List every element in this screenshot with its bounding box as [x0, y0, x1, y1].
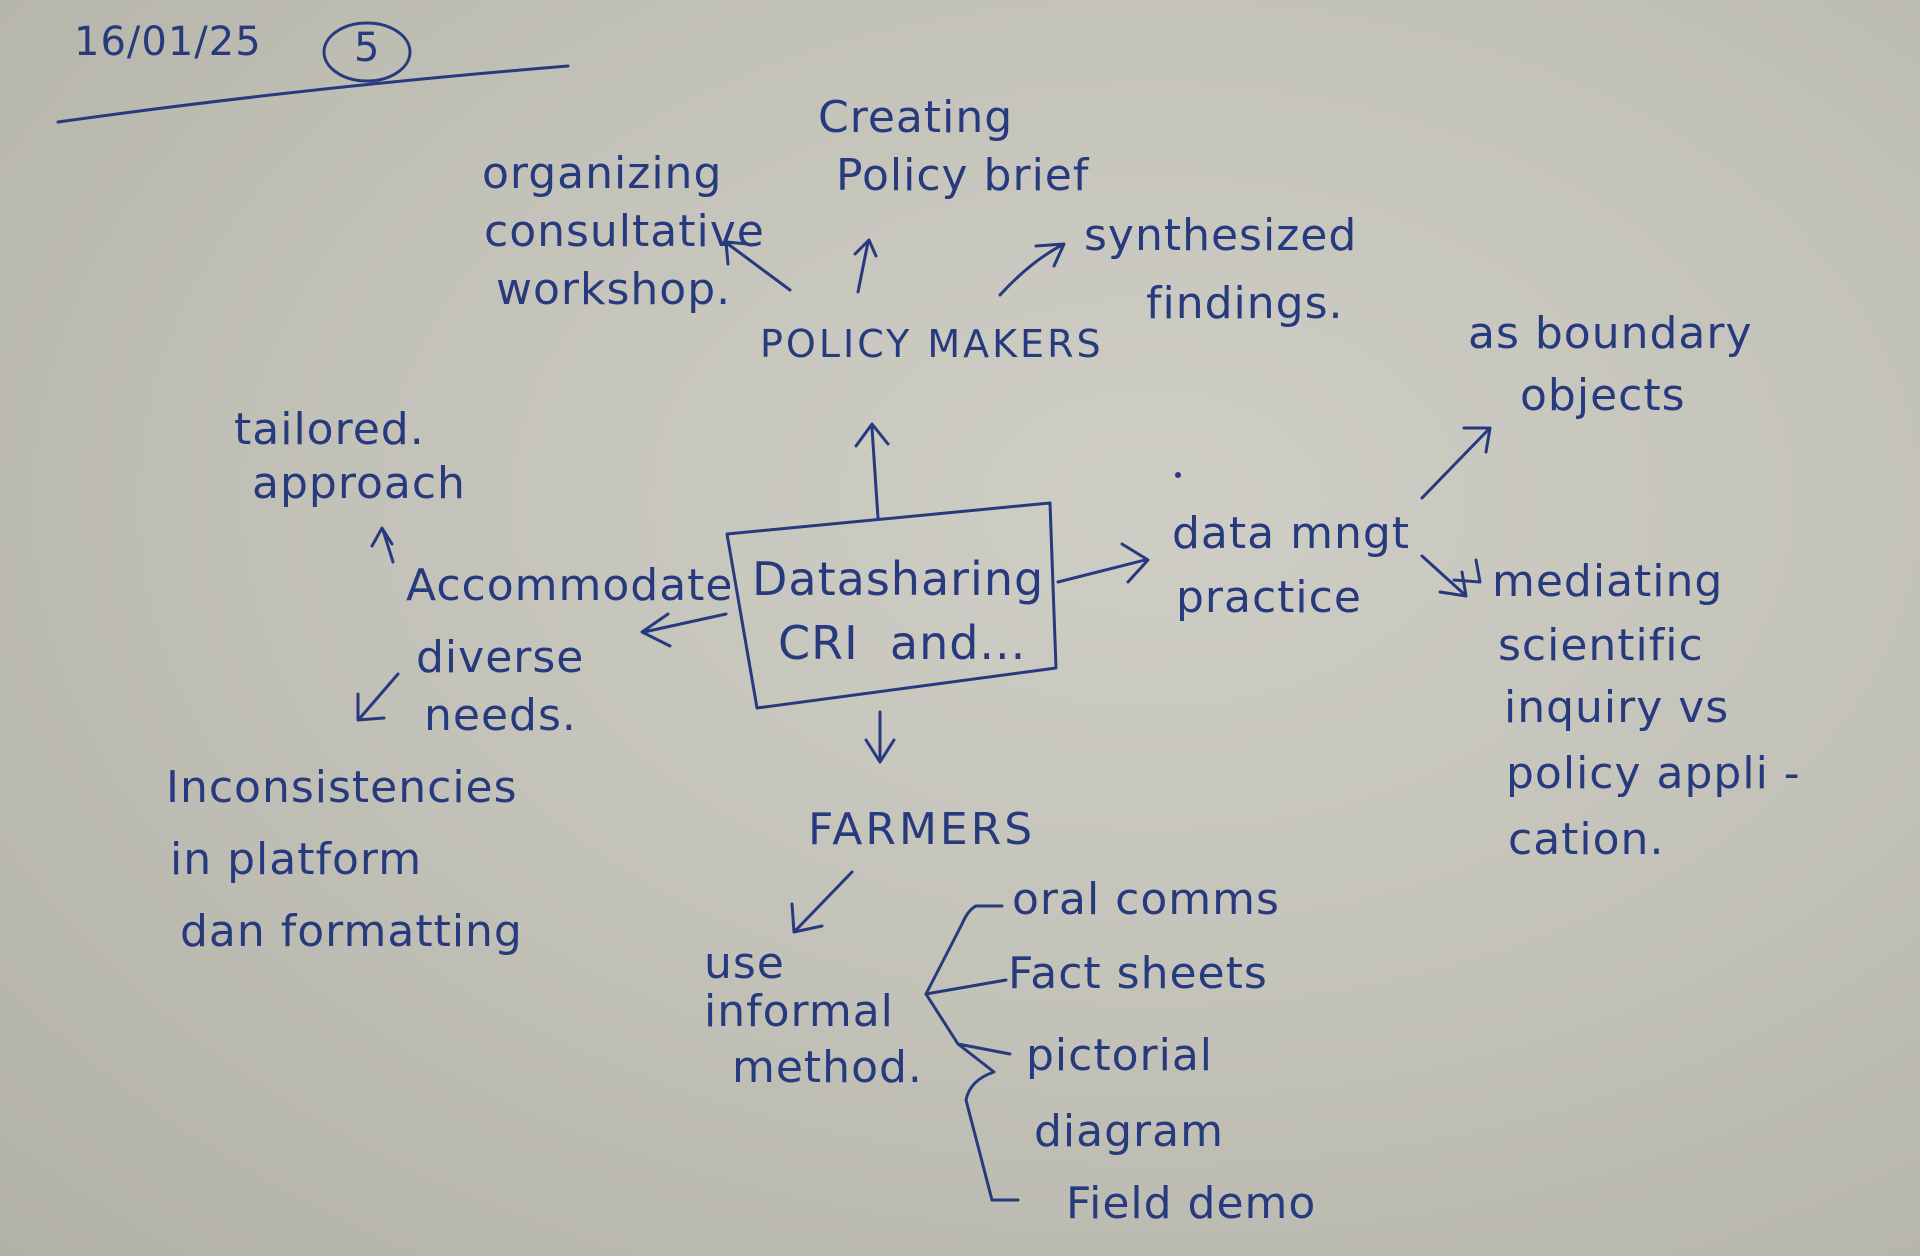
inconsistencies-line3: dan formatting — [180, 906, 523, 957]
arrow-to-policy-brief — [853, 238, 878, 294]
page-number: 5 — [354, 25, 381, 71]
arrow-to-inconsistencies — [356, 672, 400, 722]
mediating-line3: inquiry vs — [1504, 682, 1730, 733]
findings-line2: findings. — [1146, 278, 1344, 329]
arrow-to-boundary-objects — [1420, 426, 1492, 500]
center-title-line2: CRI and... — [778, 616, 1027, 670]
inconsistencies-line1: Inconsistencies — [166, 762, 518, 813]
arrow-to-findings — [998, 242, 1066, 297]
boundary-line2: objects — [1520, 370, 1686, 421]
farmers-label: FARMERS — [808, 804, 1036, 855]
accommodate-line2: diverse — [416, 632, 585, 683]
informal-line3: method. — [732, 1042, 923, 1093]
method-oral-comms: oral comms — [1012, 874, 1280, 925]
mediating-line1: mediating — [1492, 556, 1724, 607]
workshop-line1: organizing — [482, 148, 723, 199]
workshop-line3: workshop. — [496, 264, 732, 315]
findings-line1: synthesized — [1084, 210, 1358, 261]
page-number-circle — [322, 21, 412, 83]
informal-line2: informal — [704, 986, 894, 1037]
inconsistencies-line2: in platform — [170, 834, 423, 885]
method-fact-sheets: Fact sheets — [1008, 948, 1268, 999]
arrow-to-policy-makers — [854, 422, 890, 520]
arrow-to-farmers — [864, 710, 896, 764]
accommodate-line3: needs. — [424, 690, 577, 741]
data-practice-line1: data mngt — [1172, 508, 1411, 559]
arrow-to-tailored-approach — [370, 526, 395, 564]
mediating-line4: policy appli - — [1506, 748, 1801, 799]
arrow-to-informal-method — [790, 870, 854, 934]
policy-brief-line1: Creating — [818, 92, 1014, 143]
workshop-line2: consultative — [484, 206, 765, 257]
arrow-to-mediating — [1420, 554, 1482, 598]
header-underline — [56, 64, 570, 124]
center-box — [725, 501, 1058, 710]
bracket-tick-pictorial — [956, 1042, 1012, 1056]
arrow-to-accommodate — [640, 612, 728, 648]
policy-brief-line2: Policy brief — [836, 150, 1090, 201]
mediating-line5: cation. — [1508, 814, 1665, 865]
boundary-line1: as boundary — [1468, 308, 1753, 359]
informal-line1: use — [704, 938, 785, 989]
arrow-to-workshop — [724, 240, 792, 292]
bracket-tick-fact-sheets — [924, 978, 1008, 996]
tailored-line1: tailored. — [234, 404, 425, 455]
method-diagram: diagram — [1034, 1106, 1224, 1157]
accommodate-line1: Accommodate — [406, 560, 734, 611]
arrow-to-data-practice — [1056, 542, 1150, 584]
method-field-demo: Field demo — [1066, 1178, 1317, 1229]
date-label: 16/01/25 — [74, 19, 262, 65]
mediating-line2: scientific — [1498, 620, 1704, 671]
ink-dot — [1175, 472, 1181, 478]
data-practice-line2: practice — [1176, 572, 1362, 623]
tailored-line2: approach — [252, 458, 466, 509]
method-pictorial: pictorial — [1026, 1030, 1214, 1081]
center-title-line1: Datasharing — [752, 552, 1045, 606]
policy-makers-label: POLICY MAKERS — [760, 322, 1104, 366]
